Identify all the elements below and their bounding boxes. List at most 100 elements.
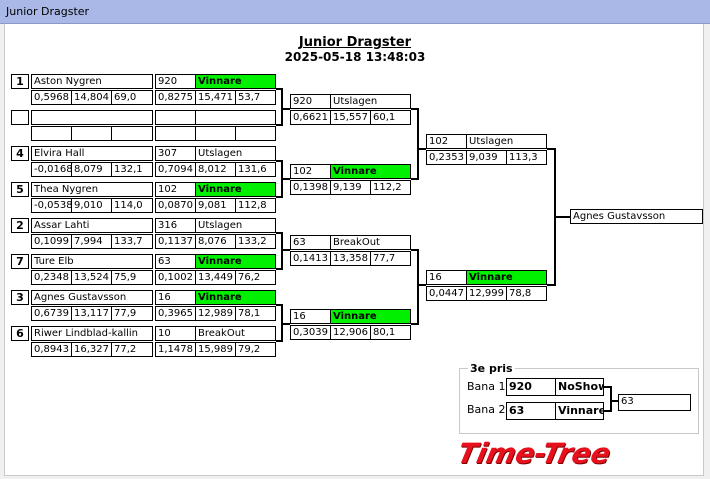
col3[interactable]: 76,2 (235, 270, 276, 285)
col1[interactable]: 0,0870 (155, 198, 196, 213)
reaction-time[interactable]: 0,2348 (31, 270, 72, 285)
bib-number[interactable]: 316 (155, 218, 196, 233)
col3[interactable]: 78,8 (506, 286, 547, 301)
col2[interactable]: 8,012 (195, 162, 236, 177)
lane1-bib[interactable]: 920 (506, 378, 556, 396)
seed-number[interactable]: 5 (11, 182, 29, 197)
racer-name[interactable]: Riwer Lindblad-kallin (31, 326, 153, 341)
col2[interactable]: 9,139 (330, 180, 371, 195)
col1[interactable]: 0,1002 (155, 270, 196, 285)
col1[interactable]: 0,3039 (290, 325, 331, 340)
racer-name[interactable]: Agnes Gustavsson (31, 290, 153, 305)
speed[interactable]: 133,7 (111, 234, 153, 249)
col1[interactable] (155, 126, 196, 141)
seed-number[interactable]: 2 (11, 218, 29, 233)
seed-number[interactable] (11, 110, 29, 125)
status-label[interactable]: Utslagen (195, 146, 276, 161)
reaction-time[interactable]: 0,5968 (31, 90, 72, 105)
speed[interactable]: 132,1 (111, 162, 153, 177)
col2[interactable]: 8,076 (195, 234, 236, 249)
elapsed-time[interactable]: 7,994 (71, 234, 112, 249)
status-label[interactable]: Vinnare (330, 309, 411, 324)
seed-number[interactable]: 1 (11, 74, 29, 89)
racer-name[interactable]: Thea Nygren (31, 182, 153, 197)
status-label[interactable]: Utslagen (330, 94, 411, 109)
col3[interactable]: 60,1 (370, 110, 411, 125)
reaction-time[interactable]: 0,8943 (31, 342, 72, 357)
col3[interactable]: 80,1 (370, 325, 411, 340)
col3[interactable] (235, 126, 276, 141)
status-label[interactable] (195, 110, 276, 125)
bib-number[interactable]: 920 (290, 94, 331, 109)
col1[interactable]: 1,1478 (155, 342, 196, 357)
col2[interactable]: 15,989 (195, 342, 236, 357)
status-label[interactable]: Utslagen (195, 218, 276, 233)
bib-number[interactable]: 102 (426, 134, 467, 149)
seed-number[interactable]: 7 (11, 254, 29, 269)
col3[interactable]: 112,8 (235, 198, 276, 213)
col2[interactable]: 15,471 (195, 90, 236, 105)
speed[interactable]: 114,0 (111, 198, 153, 213)
speed[interactable]: 77,2 (111, 342, 153, 357)
reaction-time[interactable]: 0,6739 (31, 306, 72, 321)
col3[interactable]: 133,2 (235, 234, 276, 249)
col2[interactable]: 9,081 (195, 198, 236, 213)
bib-number[interactable]: 307 (155, 146, 196, 161)
col1[interactable]: 0,8275 (155, 90, 196, 105)
racer-name[interactable]: Assar Lahti (31, 218, 153, 233)
status-label[interactable]: Vinnare (195, 290, 276, 305)
col1[interactable]: 0,1413 (290, 251, 331, 266)
col2[interactable]: 12,989 (195, 306, 236, 321)
col3[interactable]: 131,6 (235, 162, 276, 177)
col1[interactable]: 0,6621 (290, 110, 331, 125)
seed-number[interactable]: 4 (11, 146, 29, 161)
elapsed-time[interactable]: 8,079 (71, 162, 112, 177)
racer-name[interactable] (31, 110, 153, 125)
elapsed-time[interactable]: 9,010 (71, 198, 112, 213)
reaction-time[interactable]: -0,0168 (31, 162, 72, 177)
lane2-status[interactable]: Vinnare (555, 402, 604, 420)
col2[interactable]: 13,358 (330, 251, 371, 266)
col3[interactable]: 113,3 (506, 150, 547, 165)
speed[interactable] (111, 126, 153, 141)
col1[interactable]: 0,1137 (155, 234, 196, 249)
col3[interactable]: 78,1 (235, 306, 276, 321)
status-label[interactable]: Vinnare (330, 164, 411, 179)
bib-number[interactable]: 102 (155, 182, 196, 197)
speed[interactable]: 75,9 (111, 270, 153, 285)
elapsed-time[interactable]: 16,327 (71, 342, 112, 357)
bib-number[interactable]: 920 (155, 74, 196, 89)
col1[interactable]: 0,7094 (155, 162, 196, 177)
bib-number[interactable]: 16 (155, 290, 196, 305)
final-winner[interactable]: Agnes Gustavsson (570, 209, 703, 224)
col1[interactable]: 0,1398 (290, 180, 331, 195)
col2[interactable]: 13,449 (195, 270, 236, 285)
col1[interactable]: 0,2353 (426, 150, 467, 165)
col2[interactable]: 12,906 (330, 325, 371, 340)
col3[interactable]: 53,7 (235, 90, 276, 105)
lane2-bib[interactable]: 63 (506, 402, 556, 420)
col3[interactable]: 112,2 (370, 180, 411, 195)
status-label[interactable]: Vinnare (195, 182, 276, 197)
status-label[interactable]: Utslagen (466, 134, 547, 149)
racer-name[interactable]: Aston Nygren (31, 74, 153, 89)
col1[interactable]: 0,0447 (426, 286, 467, 301)
seed-number[interactable]: 3 (11, 290, 29, 305)
status-label[interactable]: Vinnare (466, 270, 547, 285)
racer-name[interactable]: Ture Elb (31, 254, 153, 269)
speed[interactable]: 77,9 (111, 306, 153, 321)
third-place-result[interactable]: 63 (618, 394, 691, 411)
status-label[interactable]: BreakOut (195, 326, 276, 341)
lane1-status[interactable]: NoShow (555, 378, 604, 396)
elapsed-time[interactable]: 14,804 (71, 90, 112, 105)
bib-number[interactable]: 16 (426, 270, 467, 285)
elapsed-time[interactable] (71, 126, 112, 141)
elapsed-time[interactable]: 13,524 (71, 270, 112, 285)
bib-number[interactable] (155, 110, 196, 125)
seed-number[interactable]: 6 (11, 326, 29, 341)
bib-number[interactable]: 102 (290, 164, 331, 179)
status-label[interactable]: Vinnare (195, 254, 276, 269)
col2[interactable] (195, 126, 236, 141)
reaction-time[interactable]: 0,1099 (31, 234, 72, 249)
col2[interactable]: 15,557 (330, 110, 371, 125)
